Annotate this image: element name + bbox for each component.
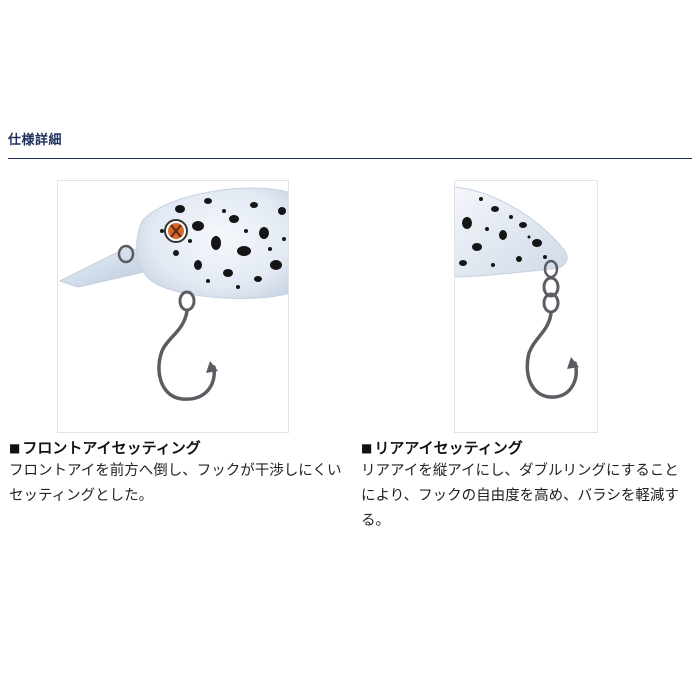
front-feature-description: フロントアイを前方へ倒し、フックが干渉しにくいセッティングとした。 [9,463,342,504]
section-title: 仕様詳細 [8,133,63,148]
rear-feature-description: リアアイを縦アイにし、ダブルリングにすることにより、フックの自由度を高め、バラシ… [361,463,679,529]
front-eye-photo [57,180,289,433]
square-bullet-icon: ■ [361,441,373,455]
front-feature-heading: ■フロントアイセッティング [9,437,201,458]
rear-eye-photo [454,180,598,433]
section-divider [8,158,692,159]
rear-feature-heading: ■リアアイセッティング [361,437,523,458]
front-feature-title: フロントアイセッティング [22,439,201,457]
square-bullet-icon: ■ [9,441,21,455]
rear-feature-title: リアアイセッティング [374,439,523,457]
